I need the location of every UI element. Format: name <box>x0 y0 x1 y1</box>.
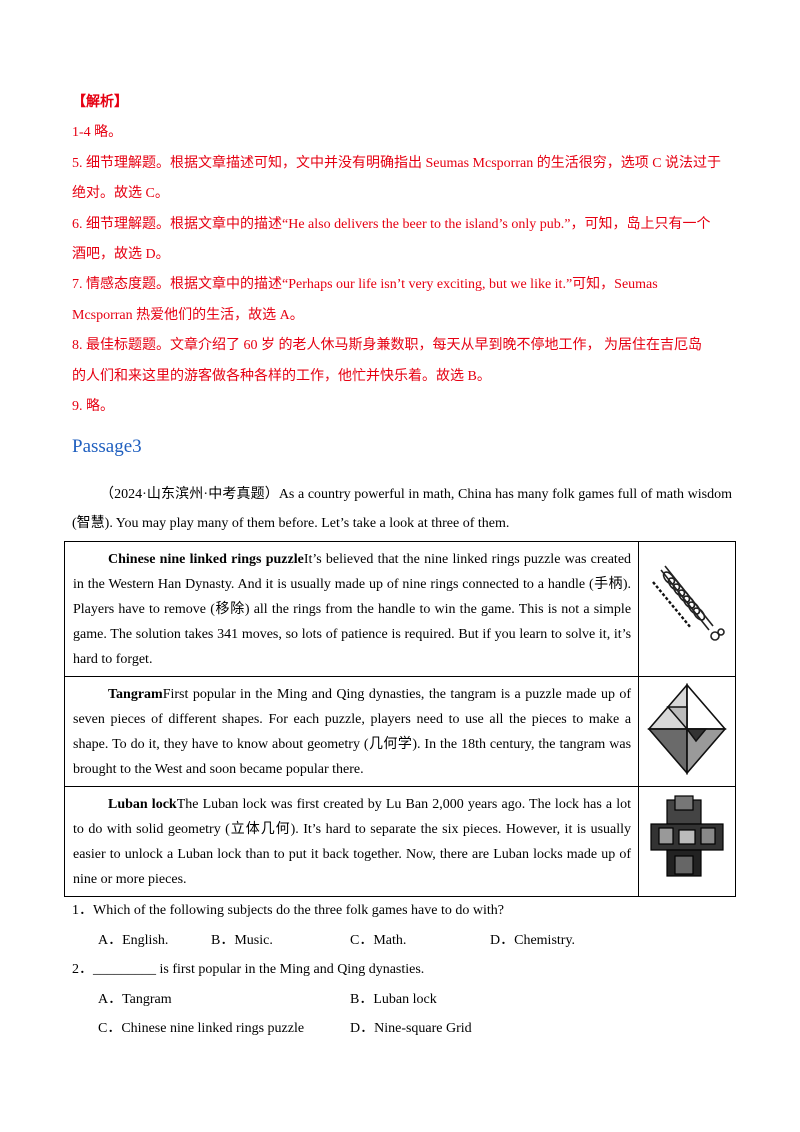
table-row: Luban lockThe Luban lock was first creat… <box>63 786 736 897</box>
game-name: Tangram <box>108 686 163 702</box>
question-stem: 2．_________ is first popular in the Ming… <box>72 962 425 977</box>
game-name: Luban lock <box>108 796 177 812</box>
analysis-heading: 【解析】 <box>72 95 128 110</box>
passage-title: Passage3 <box>72 436 142 457</box>
game-name: Chinese nine linked rings puzzle <box>108 551 304 567</box>
question-options: A．Tangram B．Luban lock <box>72 985 732 1015</box>
game-text: It’s believed that the nine linked rings… <box>73 551 632 667</box>
option-a[interactable]: A．English. <box>98 932 169 948</box>
questions-section: 1．Which of the following subjects do the… <box>72 896 732 1044</box>
analysis-line: 6. 细节理解题。根据文章中的描述“He also delivers the b… <box>72 216 711 232</box>
games-table: Chinese nine linked rings puzzleIt’s bel… <box>63 541 736 897</box>
table-row: TangramFirst popular in the Ming and Qin… <box>63 676 736 787</box>
analysis-section: 【解析】 1-4 略。 5. 细节理解题。根据文章描述可知，文中并没有明确指出 … <box>72 88 732 422</box>
game-text: The Luban lock was first created by Lu B… <box>73 796 632 887</box>
analysis-line: 酒吧，故选 D。 <box>72 247 170 263</box>
analysis-line: 7. 情感态度题。根据文章中的描述“Perhaps our life isn’t… <box>72 277 658 293</box>
game-description: Chinese nine linked rings puzzleIt’s bel… <box>63 541 640 677</box>
option-a[interactable]: A．Tangram <box>98 991 172 1007</box>
analysis-line: 绝对。故选 C。 <box>72 186 169 202</box>
game-description: Luban lockThe Luban lock was first creat… <box>63 786 640 897</box>
analysis-line: 8. 最佳标题题。文章介绍了 60 岁 的老人休马斯身兼数职，每天从早到晚不停地… <box>72 338 702 354</box>
tangram-image <box>638 676 736 787</box>
option-b[interactable]: B．Music. <box>211 932 273 948</box>
passage-intro: （2024·山东滨州·中考真题）As a country powerful in… <box>72 487 732 531</box>
game-text: First popular in the Ming and Qing dynas… <box>73 686 632 777</box>
analysis-line: 1-4 略。 <box>72 125 123 141</box>
analysis-line: 5. 细节理解题。根据文章描述可知，文中并没有明确指出 Seumas Mcspo… <box>72 155 722 171</box>
tangram-icon <box>647 682 727 776</box>
table-row: Chinese nine linked rings puzzleIt’s bel… <box>63 541 736 677</box>
option-d[interactable]: D．Nine-square Grid <box>350 1021 472 1036</box>
question-stem: 1．Which of the following subjects do the… <box>72 903 504 918</box>
question-options: A．English. B．Music. C．Math. D．Chemistry. <box>72 926 732 956</box>
option-b[interactable]: B．Luban lock <box>350 991 437 1007</box>
option-c[interactable]: C．Chinese nine linked rings puzzle <box>98 1021 305 1036</box>
question-options: C．Chinese nine linked rings puzzle D．Nin… <box>72 1014 732 1044</box>
option-d[interactable]: D．Chemistry. <box>490 932 576 948</box>
analysis-line: 的人们和来这里的游客做各种各样的工作，他忙并快乐着。故选 B。 <box>72 368 491 384</box>
luban-lock-image <box>638 786 736 897</box>
game-description: TangramFirst popular in the Ming and Qin… <box>63 676 640 787</box>
option-c[interactable]: C．Math. <box>350 932 407 948</box>
luban-lock-icon <box>650 795 724 877</box>
nine-rings-icon <box>652 565 725 641</box>
analysis-line: Mcsporran 热爱他们的生活，故选 A。 <box>72 307 304 323</box>
analysis-line: 9. 略。 <box>72 399 114 415</box>
nine-rings-image <box>638 541 736 677</box>
